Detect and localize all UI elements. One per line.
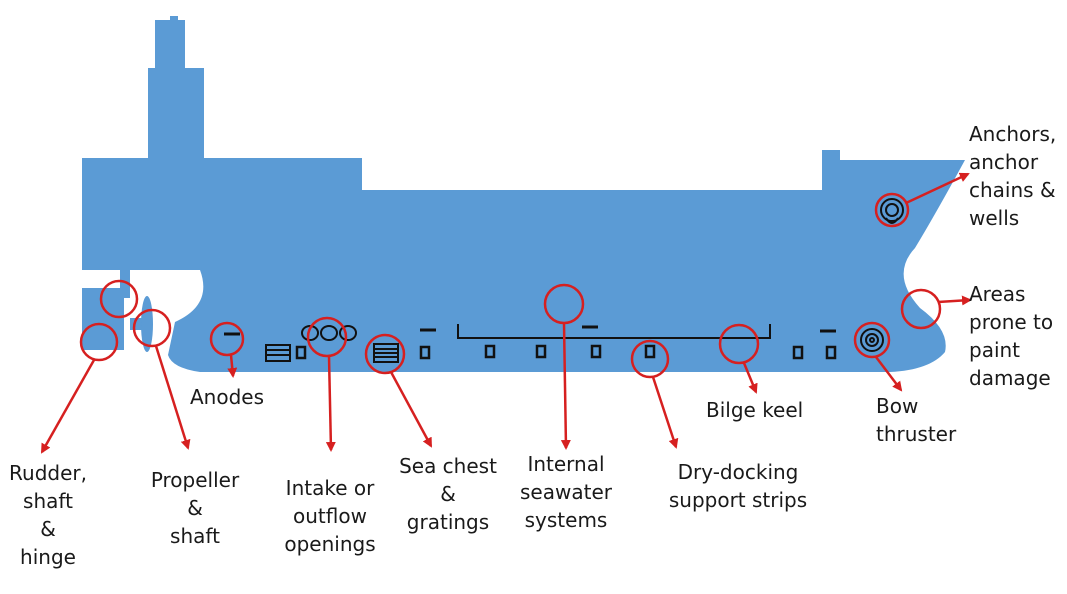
hull (82, 150, 965, 372)
callout-circle-intake (306, 316, 348, 358)
callout-circle-propeller (132, 308, 172, 348)
callout-circle-paint (900, 288, 942, 330)
callout-circle-seachest (364, 333, 406, 375)
arrow-propeller (154, 345, 191, 450)
hull-features (224, 198, 904, 363)
arrow-intake (325, 355, 336, 452)
label-bilge: Bilge keel (706, 398, 804, 422)
sea-chest-grating-2 (373, 343, 399, 363)
bridge-upper (148, 68, 204, 160)
arrow-bilge (742, 362, 758, 394)
arrow-drydock (651, 376, 679, 449)
funnel (155, 20, 185, 70)
bow-thruster-symbol (860, 328, 884, 352)
arrow-rudder (40, 359, 96, 454)
callout-circle-anodes (209, 321, 245, 357)
callout-circle-bilge (718, 323, 760, 365)
label-anodes: Anodes (190, 385, 265, 409)
arrow-anchors (905, 172, 970, 205)
arrow-seachest (389, 371, 433, 448)
superstructure (82, 16, 362, 192)
callout-circle-bow (853, 321, 891, 359)
arrow-bow (875, 356, 903, 392)
label-seachest: Sea chest&gratings (399, 454, 497, 534)
sea-chest-grating-1 (265, 344, 291, 362)
arrow-paint (937, 295, 972, 306)
callout-circle-rudder (79, 322, 119, 362)
bilge-keel (457, 324, 771, 339)
label-rudder: Rudder,shaft&hinge (9, 461, 87, 569)
arrow-internal (560, 322, 571, 450)
mast-top (170, 16, 178, 22)
docking-strips (295, 344, 837, 360)
callout-circle-drydock (630, 339, 670, 379)
label-propeller: Propeller&shaft (150, 468, 240, 548)
callout-circle-anchors (874, 192, 910, 228)
rudder-stock (120, 270, 130, 298)
arrow-anodes (227, 354, 238, 378)
anchor-symbol (880, 198, 904, 224)
callouts (40, 172, 972, 454)
callout-circle-rudder-top (99, 279, 139, 319)
accommodation-deck (82, 158, 362, 192)
